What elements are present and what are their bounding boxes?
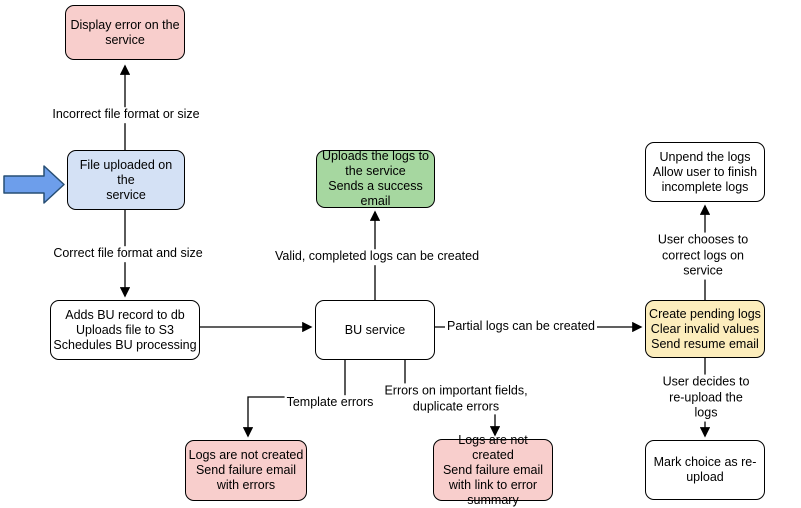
node-logs-not-created-summary: Logs are not created Send failure email … (433, 433, 553, 507)
edge-label-correct-format: Correct file format and size (51, 246, 205, 262)
node-unpend-logs: Unpend the logs Allow user to finish inc… (645, 142, 765, 202)
edge-label-incorrect-format: Incorrect file format or size (50, 107, 202, 123)
node-mark-choice-reupload: Mark choice as re- upload (645, 440, 765, 500)
node-uploads-logs-success: Uploads the logs to the service Sends a … (316, 149, 435, 208)
entry-arrow-icon (3, 165, 65, 204)
node-logs-not-created-errors: Logs are not created Send failure email … (185, 440, 307, 501)
edge-label-user-decides-reupload: User decides to re-upload the logs (658, 374, 754, 422)
edge-label-important-field-errors: Errors on important fields, duplicate er… (382, 383, 530, 415)
edge-label-user-chooses-correct: User chooses to correct logs on service (654, 232, 752, 280)
node-adds-bu-record: Adds BU record to db Uploads file to S3 … (50, 300, 200, 360)
node-create-pending-logs: Create pending logs Clear invalid values… (645, 300, 765, 358)
edge-label-template-errors: Template errors (284, 395, 376, 411)
node-bu-service: BU service (315, 300, 435, 360)
node-file-uploaded: File uploaded on the service (67, 150, 185, 210)
node-display-error: Display error on the service (65, 5, 185, 60)
edge-label-valid-logs: Valid, completed logs can be created (272, 249, 482, 265)
edge-label-partial-logs: Partial logs can be created (444, 319, 598, 335)
